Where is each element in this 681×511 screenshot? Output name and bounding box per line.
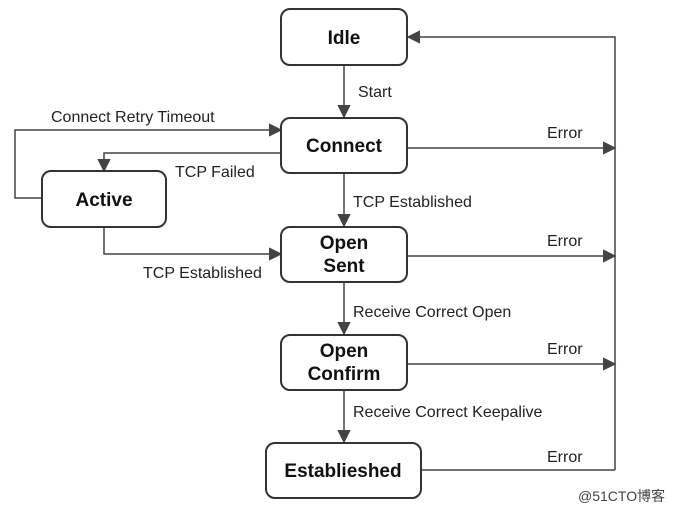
edge-connect-retry-timeout-line [14, 123, 283, 199]
state-open-sent: Open Sent [280, 226, 408, 283]
edge-tcp-failed-line [97, 152, 281, 173]
state-connect-label: Connect [306, 136, 383, 157]
label-connect-retry-timeout: Connect Retry Timeout [51, 109, 215, 126]
state-open-sent-label-line1: Open [320, 233, 369, 254]
state-idle: Idle [280, 8, 408, 66]
state-established-label: Establieshed [284, 461, 401, 482]
state-open-sent-label-line2: Sent [323, 256, 365, 277]
state-active: Active [41, 170, 167, 228]
label-tcp-established-connect: TCP Established [353, 194, 472, 211]
state-open-confirm-label-line2: Confirm [308, 364, 381, 385]
state-idle-label: Idle [328, 28, 361, 49]
label-receive-correct-keepalive: Receive Correct Keepalive [353, 404, 543, 421]
label-receive-correct-open: Receive Correct Open [353, 304, 511, 321]
watermark-text: @51CTO博客 [578, 488, 665, 504]
label-error-established: Error [547, 449, 583, 466]
state-connect: Connect [280, 117, 408, 174]
state-established: Establieshed [265, 442, 422, 499]
edge-error-return-line [406, 30, 616, 470]
label-error-connect: Error [547, 125, 583, 142]
edge-tcp-established-active-line [103, 227, 283, 261]
state-active-label: Active [75, 190, 132, 211]
label-start: Start [358, 84, 392, 101]
state-open-confirm-label-line1: Open [320, 341, 369, 362]
state-open-confirm: Open Confirm [280, 334, 408, 391]
label-tcp-established-active: TCP Established [143, 265, 262, 282]
label-error-open-sent: Error [547, 233, 583, 250]
label-error-open-confirm: Error [547, 341, 583, 358]
label-tcp-failed: TCP Failed [175, 164, 255, 181]
